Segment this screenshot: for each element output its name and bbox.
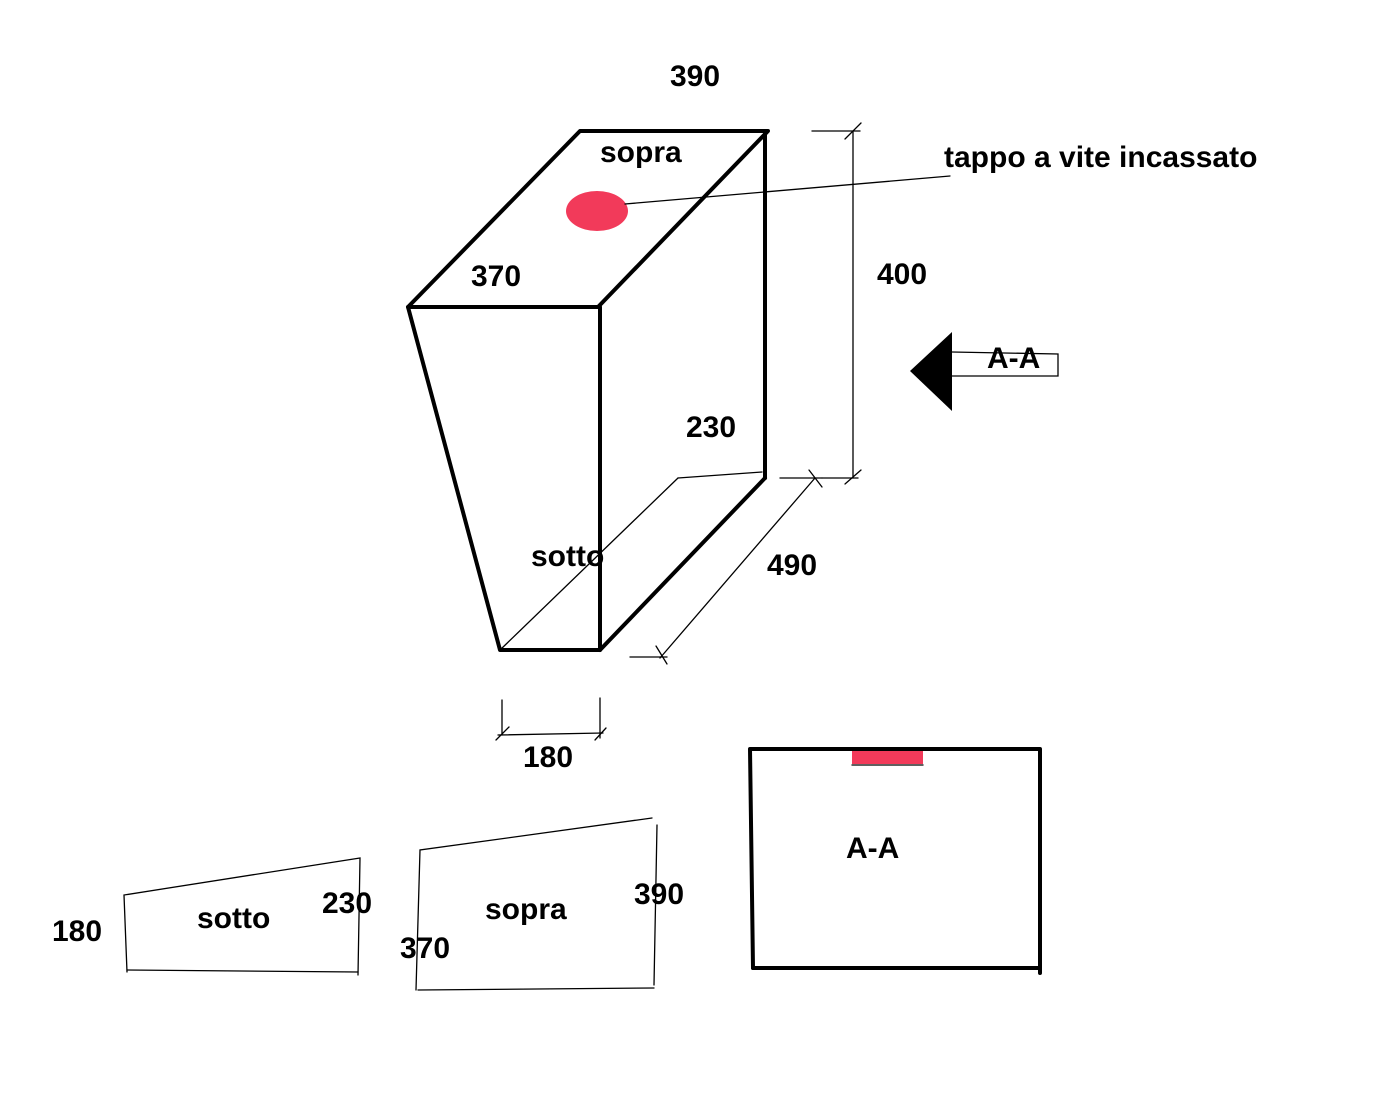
cap-callout-leader xyxy=(624,175,951,205)
screw-cap-icon xyxy=(566,191,628,231)
dim-bottom-depth-label: 230 xyxy=(686,411,736,444)
iso-tank: sopra sotto 390 370 230 tappo a vite inc… xyxy=(406,60,1257,652)
iso-bottom-right-edge xyxy=(598,476,767,652)
flat-sopra-left-dim: 370 xyxy=(400,932,450,965)
flat-sotto-label: sotto xyxy=(197,902,270,935)
flat-view-sopra: sopra 370 390 xyxy=(400,817,684,991)
dim-height: 400 xyxy=(811,122,927,485)
dim-top-depth-label: 370 xyxy=(471,260,521,293)
dim-bottom-width: 180 xyxy=(495,697,607,774)
iso-front-face-left-edge xyxy=(406,305,602,652)
section-cap-icon xyxy=(852,750,923,764)
dim-length-label: 490 xyxy=(767,549,817,582)
flat-view-sotto: sotto 180 230 xyxy=(52,857,372,976)
section-arrow-icon xyxy=(910,332,952,411)
cap-callout-label: tappo a vite incassato xyxy=(944,141,1257,174)
section-marker-label: A-A xyxy=(987,342,1040,375)
iso-hidden-edge-diagonal xyxy=(499,477,679,651)
iso-hidden-edge-back xyxy=(677,471,763,479)
iso-top-face-label: sopra xyxy=(600,136,682,169)
iso-bottom-face-label: sotto xyxy=(531,540,604,573)
flat-sotto-right-dim: 230 xyxy=(322,887,372,920)
flat-sotto-left-dim: 180 xyxy=(52,915,102,948)
flat-sopra-label: sopra xyxy=(485,893,567,926)
dim-top-width-label: 390 xyxy=(670,60,720,93)
section-marker: A-A xyxy=(910,332,1059,411)
dim-bottom-width-label: 180 xyxy=(523,741,573,774)
section-view-aa: A-A xyxy=(748,747,1042,975)
dim-height-label: 400 xyxy=(877,258,927,291)
flat-sopra-right-dim: 390 xyxy=(634,878,684,911)
section-view-label: A-A xyxy=(846,832,899,865)
dim-length: 490 xyxy=(629,469,823,665)
